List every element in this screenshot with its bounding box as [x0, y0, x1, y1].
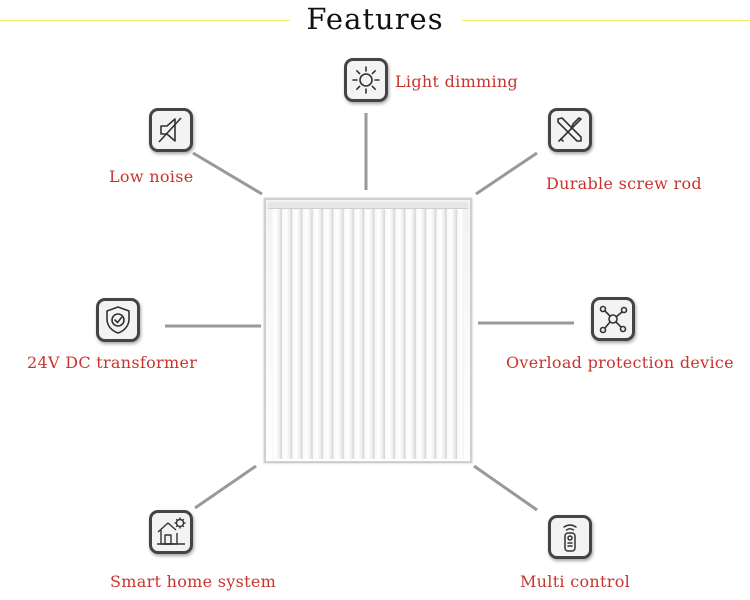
connector-durable-screw-rod	[475, 151, 538, 196]
connector-low-noise	[192, 151, 263, 196]
connector-multi-control	[473, 464, 538, 512]
page-title: Features	[306, 2, 444, 36]
feature-label-light-dimming: Light dimming	[395, 72, 519, 91]
roller-blind-image	[264, 198, 472, 463]
feature-label-smart-home-system: Smart home system	[110, 572, 277, 591]
smart-home-icon	[149, 510, 193, 554]
blind-rail	[268, 202, 468, 209]
feature-label-durable-screw-rod: Durable screw rod	[546, 174, 702, 193]
feature-label-overload-protection: Overload protection device	[506, 353, 734, 372]
remote-control-icon	[548, 515, 592, 559]
title-line-right	[462, 20, 750, 21]
shield-check-icon	[96, 298, 140, 342]
wrench-screwdriver-icon	[548, 108, 592, 152]
feature-label-multi-control: Multi control	[520, 572, 631, 591]
feature-label-low-noise: Low noise	[109, 167, 194, 186]
mute-speaker-icon	[149, 108, 193, 152]
connector-smart-home-system	[194, 464, 257, 510]
sun-icon	[344, 58, 388, 102]
feature-label-24v-dc-transformer: 24V DC transformer	[27, 353, 198, 372]
network-node-icon	[591, 297, 635, 341]
blind-slats	[272, 209, 464, 459]
title-line-left	[0, 20, 290, 21]
